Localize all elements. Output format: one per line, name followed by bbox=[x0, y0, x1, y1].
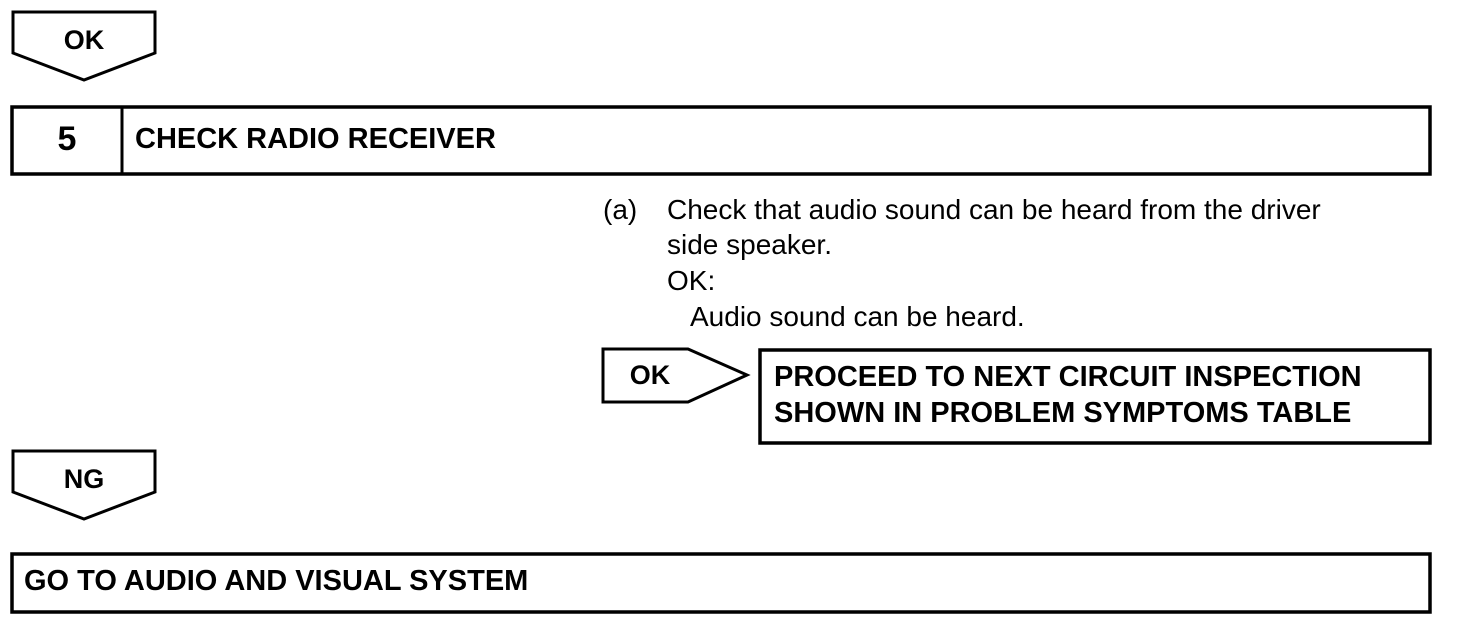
step-title: CHECK RADIO RECEIVER bbox=[135, 123, 496, 155]
proceed-result-line-2: SHOWN IN PROBLEM SYMPTOMS TABLE bbox=[774, 397, 1352, 429]
final-action-text: GO TO AUDIO AND VISUAL SYSTEM bbox=[24, 565, 529, 597]
ok-right-arrow-shape bbox=[601, 347, 751, 404]
proceed-result-line-1: PROCEED TO NEXT CIRCUIT INSPECTION bbox=[774, 361, 1362, 393]
ok-right-arrow-label: OK bbox=[629, 360, 671, 390]
final-action-box bbox=[10, 552, 1432, 614]
ok-down-arrow-label: OK bbox=[63, 25, 105, 55]
instruction-line-1: Check that audio sound can be heard from… bbox=[667, 194, 1321, 225]
step-header-box bbox=[10, 105, 1432, 176]
ok-down-arrow-shape bbox=[11, 10, 157, 82]
ng-down-arrow-label: NG bbox=[63, 464, 105, 494]
proceed-result-box bbox=[758, 348, 1432, 445]
step-number: 5 bbox=[57, 120, 77, 158]
instruction-marker: (a) bbox=[603, 194, 638, 225]
ok-criteria-label: OK: bbox=[667, 265, 716, 296]
ok-criteria-result: Audio sound can be heard. bbox=[690, 301, 1025, 332]
ng-down-arrow-shape bbox=[11, 449, 157, 521]
instruction-line-2: side speaker. bbox=[667, 229, 832, 260]
